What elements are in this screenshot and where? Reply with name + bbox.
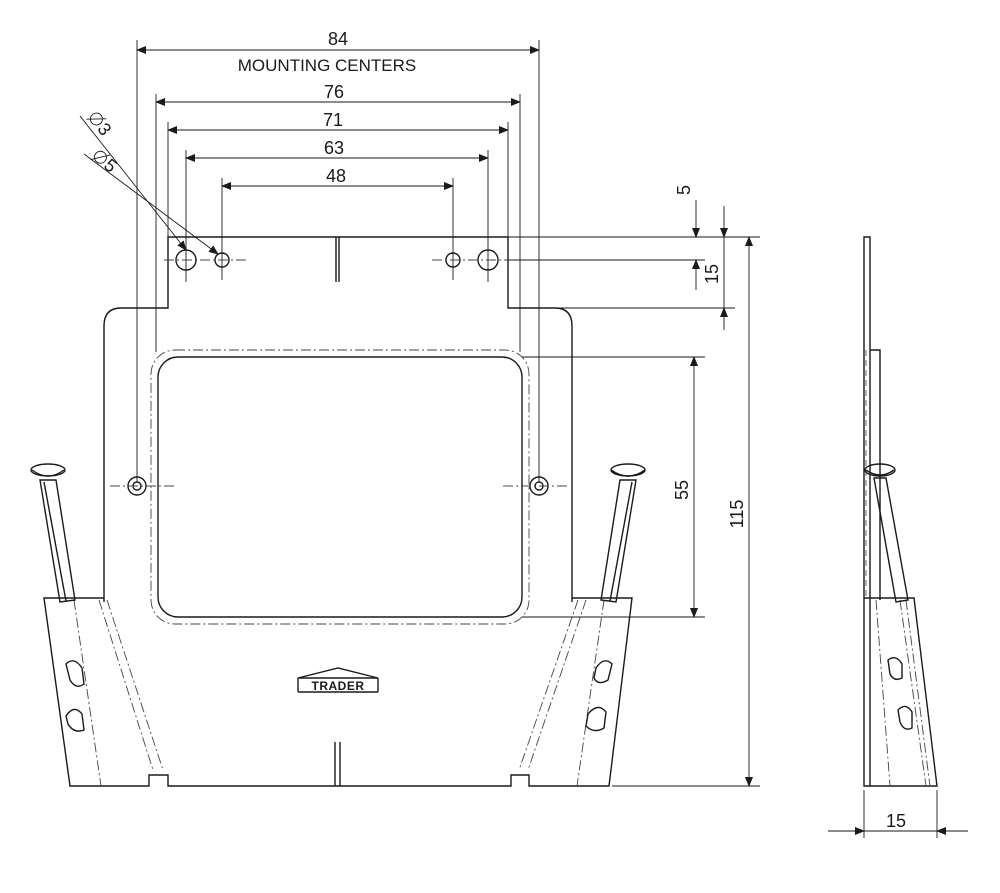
side-view-bracket xyxy=(863,236,938,787)
dimension-55: 55 xyxy=(672,356,698,618)
dia-3-label: 3 xyxy=(93,119,115,139)
leg-slot-right-lower xyxy=(585,706,607,732)
window-outline-dashed xyxy=(150,349,530,625)
dim-63-label: 63 xyxy=(324,138,344,158)
screw-left xyxy=(30,463,76,603)
leg-slot-left-upper xyxy=(65,660,85,687)
dim-115-label: 115 xyxy=(727,500,747,529)
dim-15-depth-label: 15 xyxy=(886,811,906,831)
bracket-outline xyxy=(43,236,633,787)
dim-71-label: 71 xyxy=(323,110,343,130)
diameter-callout-3: 3 xyxy=(79,112,187,251)
front-view-bracket xyxy=(43,236,633,787)
dim-84-label: 84 xyxy=(328,29,348,49)
dim-55-label: 55 xyxy=(672,480,692,500)
screw-right xyxy=(600,463,646,603)
dim-76-label: 76 xyxy=(324,82,344,102)
dim-15-tab-label: 15 xyxy=(702,264,722,284)
leg-slot-left-lower xyxy=(65,708,85,732)
dimension-115: 115 xyxy=(727,236,753,787)
dim-48-label: 48 xyxy=(326,166,346,186)
diameter-callout-5: 5 xyxy=(83,150,219,255)
leg-slot-right-upper xyxy=(593,660,613,684)
trader-logo: TRADER xyxy=(297,667,379,693)
dimension-76: 76 xyxy=(155,82,521,352)
dimension-71: 71 xyxy=(167,110,509,237)
dimension-48: 48 xyxy=(221,166,454,280)
dimension-5: 5 xyxy=(674,185,700,290)
dia-5-label: 5 xyxy=(100,155,121,177)
mounting-centers-label: MOUNTING CENTERS xyxy=(238,56,417,75)
window-cutout xyxy=(157,356,523,618)
logo-text: TRADER xyxy=(312,679,365,693)
dim-5-label: 5 xyxy=(674,185,694,195)
dimension-84: 84 MOUNTING CENTERS xyxy=(136,29,540,482)
dimension-15-depth: 15 xyxy=(828,790,968,838)
dimension-15-tab: 15 xyxy=(702,206,728,330)
